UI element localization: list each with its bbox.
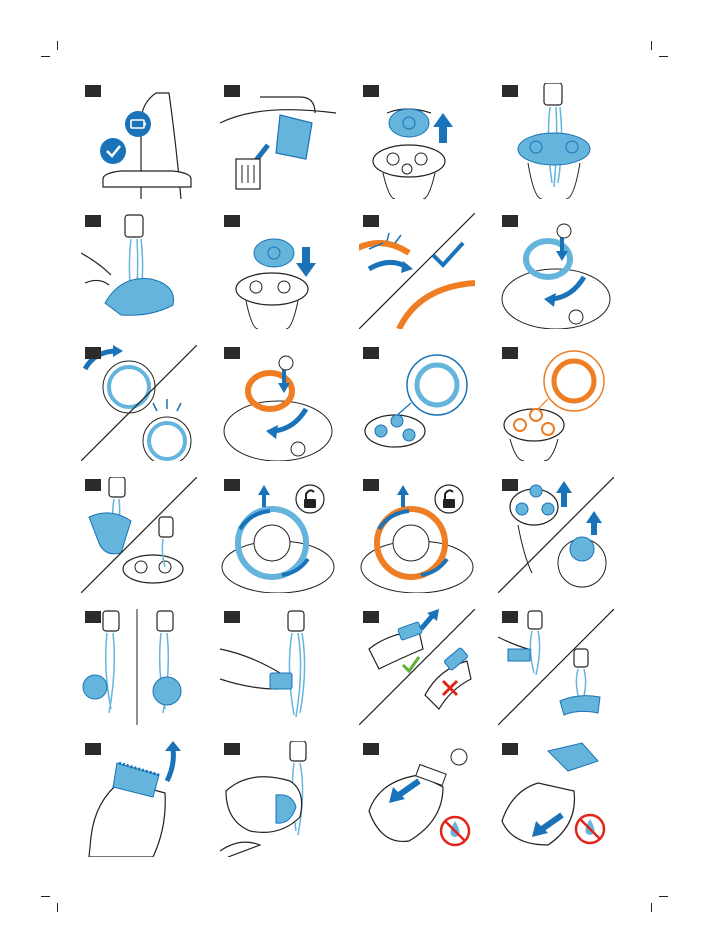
step-number-box — [363, 347, 379, 359]
step-number-box — [502, 479, 518, 491]
step-panel-17 — [81, 609, 197, 725]
step-number-box — [85, 85, 101, 97]
step-panel-7 — [359, 213, 475, 329]
step-panel-18 — [220, 609, 336, 725]
instruction-row-4 — [81, 477, 613, 593]
step-number-box — [502, 743, 518, 755]
instruction-row-5 — [81, 609, 613, 725]
arrow-up-icon — [433, 113, 453, 127]
step-number-box — [224, 347, 240, 359]
shaving-unit — [518, 133, 590, 165]
arrow-up-icon — [258, 485, 270, 495]
step-panel-13 — [81, 477, 197, 593]
rotate-arrow-icon — [167, 749, 173, 781]
step-panel-2 — [220, 83, 336, 199]
step-panel-9 — [81, 345, 197, 461]
instruction-row-1 — [81, 83, 613, 199]
arrow-up-icon — [397, 485, 409, 495]
step-number-box — [502, 347, 518, 359]
checkmark-icon — [433, 243, 463, 265]
hand-holding-head — [105, 279, 174, 316]
checkmark-icon — [403, 657, 419, 671]
step-panel-4 — [498, 83, 614, 199]
crop-mark-tr-h — [659, 56, 668, 57]
step-number-box — [502, 85, 518, 97]
crop-mark-bl-h — [41, 896, 50, 897]
arrow-up-icon — [556, 481, 572, 493]
step-panel-23 — [359, 741, 475, 857]
step-number-box — [363, 743, 379, 755]
step-number-box — [363, 479, 379, 491]
step-number-box — [363, 85, 379, 97]
step-panel-3 — [359, 83, 475, 199]
step-panel-11 — [359, 345, 475, 461]
step-number-box — [85, 611, 101, 623]
unlock-icon — [443, 499, 455, 508]
step-number-box — [224, 611, 240, 623]
step-number-box — [502, 215, 518, 227]
instruction-row-3 — [81, 345, 613, 461]
step-number-box — [363, 215, 379, 227]
cartridge-remove-icon — [276, 115, 312, 159]
instruction-row-6 — [81, 741, 613, 857]
checkmark-badge-icon — [100, 138, 126, 164]
step-panel-15 — [359, 477, 475, 593]
step-number-box — [85, 743, 101, 755]
step-number-box — [224, 215, 240, 227]
step-number-box — [85, 215, 101, 227]
step-number-box — [224, 743, 240, 755]
cutter-icon — [570, 537, 594, 561]
step-panel-6 — [220, 213, 336, 329]
step-panel-24 — [498, 741, 614, 857]
shaving-head-lift-icon — [389, 109, 429, 137]
step-panel-22 — [220, 741, 336, 857]
step-number-box — [85, 479, 101, 491]
step-panel-20 — [498, 609, 614, 725]
shaving-head-attach-icon — [254, 239, 294, 267]
orange-retaining-ring-icon — [359, 243, 409, 253]
crop-mark-tr-v — [651, 41, 652, 50]
crop-mark-bl-v — [57, 903, 58, 912]
step-number-box — [224, 479, 240, 491]
instruction-row-2 — [81, 213, 613, 329]
step-panel-16 — [498, 477, 614, 593]
step-panel-5 — [81, 213, 197, 329]
shaving-head-icon — [123, 555, 183, 583]
step-number-box — [85, 347, 101, 359]
crop-mark-br-v — [651, 903, 652, 912]
crop-mark-br-h — [659, 896, 668, 897]
crop-mark-tl-v — [57, 41, 58, 50]
step-panel-21 — [81, 741, 197, 857]
step-number-box — [224, 85, 240, 97]
trimmer-icon — [270, 673, 292, 689]
click-sparkle-icon — [153, 399, 181, 411]
step-number-box — [363, 611, 379, 623]
comb-icon — [560, 696, 600, 715]
step-number-box — [502, 611, 518, 623]
crop-mark-tl-h — [41, 56, 50, 57]
unlock-icon — [304, 499, 316, 508]
water-rinse-icon — [530, 631, 539, 675]
step-panel-12 — [498, 345, 614, 461]
step-panel-19 — [359, 609, 475, 725]
step-panel-8 — [498, 213, 614, 329]
arrow-down-icon — [296, 263, 316, 277]
step-panel-14 — [220, 477, 336, 593]
comb-icon — [548, 743, 598, 771]
step-panel-10 — [220, 345, 336, 461]
battery-icon — [125, 111, 151, 137]
step-panel-1 — [81, 83, 197, 199]
cutter-icon — [83, 675, 107, 699]
